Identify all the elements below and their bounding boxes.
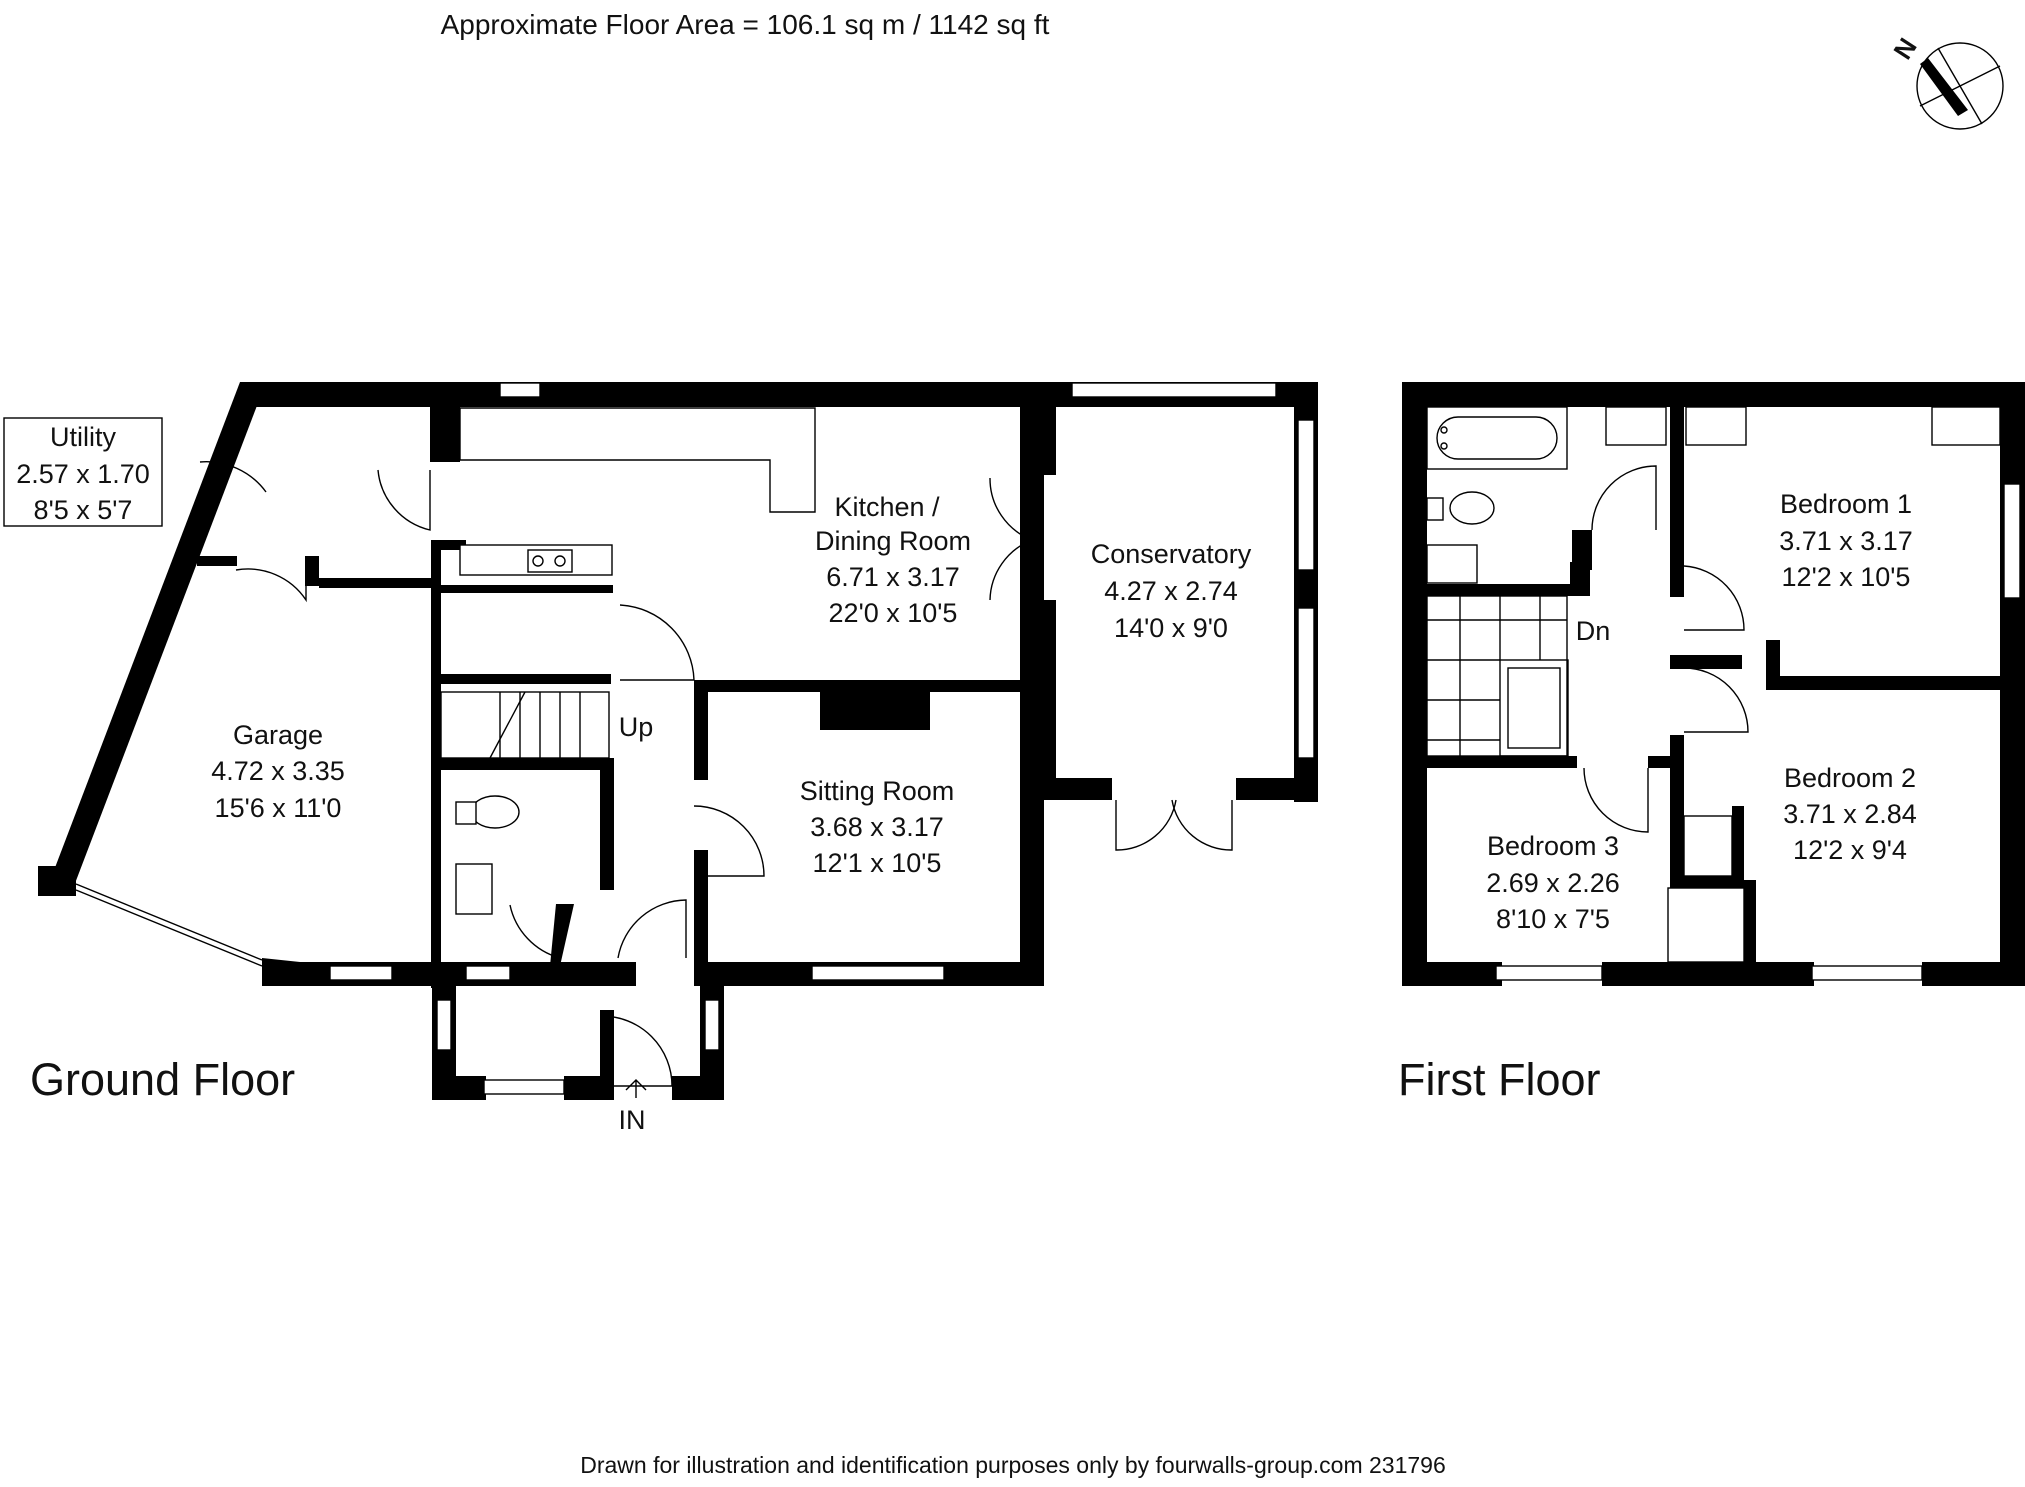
ground-stairs-label: Up <box>619 712 654 742</box>
kitchen-worktop <box>459 407 816 513</box>
ground-floor-walls <box>38 382 1318 1100</box>
garage-imperial: 15'6 x 11'0 <box>215 793 342 823</box>
kitchen-metric: 6.71 x 3.17 <box>826 562 960 592</box>
floor-area-title: Approximate Floor Area = 106.1 sq m / 11… <box>441 9 1050 40</box>
conservatory-name: Conservatory <box>1091 539 1252 569</box>
entrance-label: IN <box>619 1105 646 1135</box>
kitchen-name-line2: Dining Room <box>815 526 971 556</box>
compass-icon: N <box>1887 33 2004 130</box>
first-floor-windows <box>1495 406 2021 981</box>
conservatory-metric: 4.27 x 2.74 <box>1104 576 1238 606</box>
bedroom-1-name: Bedroom 1 <box>1780 489 1912 519</box>
basin-icon <box>455 863 493 915</box>
first-floor-toilet-icon <box>1449 491 1495 525</box>
garage-name: Garage <box>233 720 323 750</box>
bedroom-2-name: Bedroom 2 <box>1784 763 1916 793</box>
sitting-room-metric: 3.68 x 3.17 <box>810 812 944 842</box>
kitchen-name-line1: Kitchen / <box>834 492 940 522</box>
bedroom-3-name: Bedroom 3 <box>1487 831 1619 861</box>
first-stairs-label: Dn <box>1576 616 1611 646</box>
utility-label-box <box>3 417 163 527</box>
utility-metric: 2.57 x 1.70 <box>16 459 150 489</box>
conservatory-imperial: 14'0 x 9'0 <box>1114 613 1228 643</box>
bedroom-1-metric: 3.71 x 3.17 <box>1779 526 1913 556</box>
ground-floor-label: Ground Floor <box>30 1054 295 1105</box>
entrance-arrow-icon <box>625 1079 647 1098</box>
disclaimer-footer: Drawn for illustration and identificatio… <box>580 1452 1446 1478</box>
bedroom-2-imperial: 12'2 x 9'4 <box>1793 835 1907 865</box>
utility-imperial: 8'5 x 5'7 <box>34 495 133 525</box>
ground-floor-labels: Utility 2.57 x 1.70 8'5 x 5'7 Garage 4.7… <box>3 417 1252 1135</box>
ground-floor-plan: Utility 2.57 x 1.70 8'5 x 5'7 Garage 4.7… <box>3 382 1318 1135</box>
ground-floor-doors <box>199 461 1233 1087</box>
sitting-room-imperial: 12'1 x 10'5 <box>813 848 942 878</box>
bedroom-3-imperial: 8'10 x 7'5 <box>1496 904 1610 934</box>
garage-metric: 4.72 x 3.35 <box>211 756 345 786</box>
first-floor-plan: Bedroom 1 3.71 x 3.17 12'2 x 10'5 Bedroo… <box>1398 382 2025 1105</box>
first-floor-basin-icon <box>1426 544 1478 584</box>
first-floor-fixtures <box>1426 406 1568 584</box>
bedroom-2-metric: 3.71 x 2.84 <box>1783 799 1917 829</box>
bedroom-1-imperial: 12'2 x 10'5 <box>1782 562 1911 592</box>
sitting-room-name: Sitting Room <box>800 776 955 806</box>
first-floor-label: First Floor <box>1398 1054 1601 1105</box>
first-floor-labels: Bedroom 1 3.71 x 3.17 12'2 x 10'5 Bedroo… <box>1398 489 1917 1105</box>
ground-floor-windows <box>75 382 1315 1095</box>
kitchen-imperial: 22'0 x 10'5 <box>829 598 958 628</box>
utility-name: Utility <box>50 422 116 452</box>
ground-floor-stairs <box>440 691 610 759</box>
compass-north-label: N <box>1887 33 1922 65</box>
first-floor-doors <box>1583 465 1749 833</box>
toilet-icon <box>470 795 520 829</box>
bedroom-3-metric: 2.69 x 2.26 <box>1486 868 1620 898</box>
ground-floor-fixtures <box>455 407 816 966</box>
first-floor-stairs <box>1426 595 1569 757</box>
